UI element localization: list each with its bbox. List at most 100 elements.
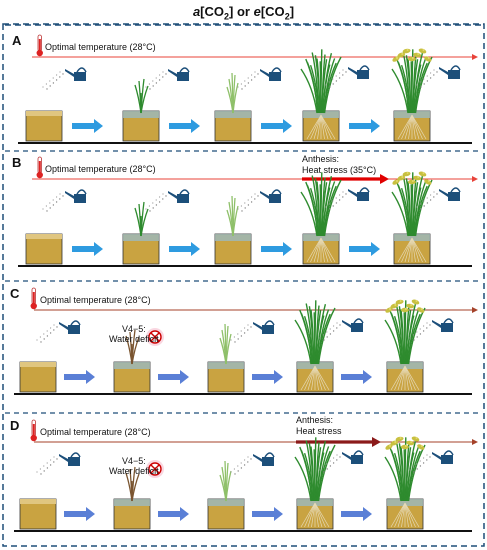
water-drop — [53, 461, 55, 463]
panicle-grain — [420, 445, 423, 447]
panicle-grain — [411, 180, 414, 182]
pot — [207, 361, 245, 393]
thermometer-icon — [36, 156, 43, 179]
water-drop — [416, 206, 418, 208]
can-handle — [76, 189, 87, 195]
water-drop — [43, 333, 45, 335]
leaf — [403, 449, 406, 502]
water-drop — [241, 88, 243, 90]
pot-water-layer — [208, 499, 244, 506]
leaf — [406, 315, 415, 365]
timeline-arrowhead — [472, 439, 478, 445]
water-drop — [240, 205, 242, 207]
root — [401, 502, 406, 528]
can-handle — [443, 450, 454, 456]
pot-water-layer — [303, 234, 339, 241]
water-drop — [426, 322, 428, 324]
thermometer-icon — [30, 287, 37, 310]
root — [411, 114, 420, 140]
pot — [214, 110, 252, 142]
panicle-grain — [399, 437, 402, 439]
root — [390, 365, 406, 391]
pot-water-layer — [394, 111, 430, 118]
root — [397, 237, 413, 263]
can-spout — [260, 191, 269, 199]
leaf — [316, 315, 325, 365]
water-drop — [409, 337, 411, 339]
process-arrow — [64, 370, 95, 384]
leaf — [406, 452, 415, 502]
water-drop — [426, 80, 429, 82]
leaf — [300, 191, 318, 237]
pot-water-layer — [215, 234, 251, 241]
water-drop — [333, 325, 335, 327]
water-drop — [250, 201, 253, 203]
pot — [122, 233, 160, 265]
process-arrow — [261, 119, 292, 133]
leaf — [407, 309, 420, 365]
leaf — [308, 306, 315, 365]
leaf — [319, 61, 322, 114]
leaf — [410, 61, 413, 114]
panicle-grain — [410, 304, 413, 306]
pot — [25, 110, 63, 142]
pot-water-layer — [387, 362, 423, 369]
water-drop — [335, 75, 337, 77]
can-body — [269, 72, 281, 81]
water-drop — [323, 471, 325, 473]
leaf — [413, 187, 422, 237]
water-drop — [149, 88, 151, 90]
can-spout — [65, 191, 74, 199]
timeline-arrowhead — [472, 176, 478, 182]
root — [306, 237, 322, 263]
panicle-grain — [396, 57, 398, 59]
water-drop — [52, 77, 54, 79]
no-water-icon — [146, 328, 164, 346]
water-drop — [423, 205, 425, 207]
water-drop — [329, 86, 331, 88]
root — [411, 114, 423, 140]
water-drop — [333, 457, 335, 459]
water-drop — [419, 465, 422, 467]
water-drop — [49, 332, 52, 334]
leaf — [313, 312, 316, 365]
leaf — [303, 315, 314, 365]
process-arrow — [341, 370, 372, 384]
water-drop — [237, 208, 239, 210]
rice-plant — [125, 329, 140, 365]
root — [313, 114, 322, 140]
root — [401, 237, 413, 263]
panel-label: B — [12, 155, 22, 170]
process-arrow — [169, 242, 200, 256]
leaf — [317, 309, 330, 365]
can-body — [448, 192, 460, 201]
root — [404, 237, 413, 263]
pot-water-layer — [114, 362, 150, 369]
pot — [19, 361, 57, 393]
panicle-grain — [401, 53, 404, 55]
water-drop — [335, 80, 338, 82]
water-drop — [230, 339, 232, 341]
leaf — [226, 86, 234, 114]
leaf — [407, 446, 420, 502]
panel-label: D — [10, 418, 20, 433]
title-close-e: ] — [289, 4, 295, 19]
no-water-cross — [150, 464, 160, 474]
water-drop — [342, 74, 344, 76]
thermometer-bulb — [36, 171, 43, 179]
water-drop — [416, 336, 418, 338]
leaf — [396, 58, 410, 114]
title-close-a: ] — [229, 4, 234, 19]
root — [390, 502, 406, 528]
panicle — [407, 179, 416, 185]
water-drop — [328, 81, 330, 83]
rice-plant — [226, 72, 239, 114]
water-drop — [247, 461, 249, 463]
root — [411, 114, 416, 140]
process-arrow — [72, 242, 103, 256]
panicle-grain — [410, 441, 413, 443]
watering-can-icon — [416, 187, 461, 210]
pot — [296, 361, 334, 393]
watering-can-icon — [325, 187, 370, 210]
water-drop — [412, 466, 414, 468]
